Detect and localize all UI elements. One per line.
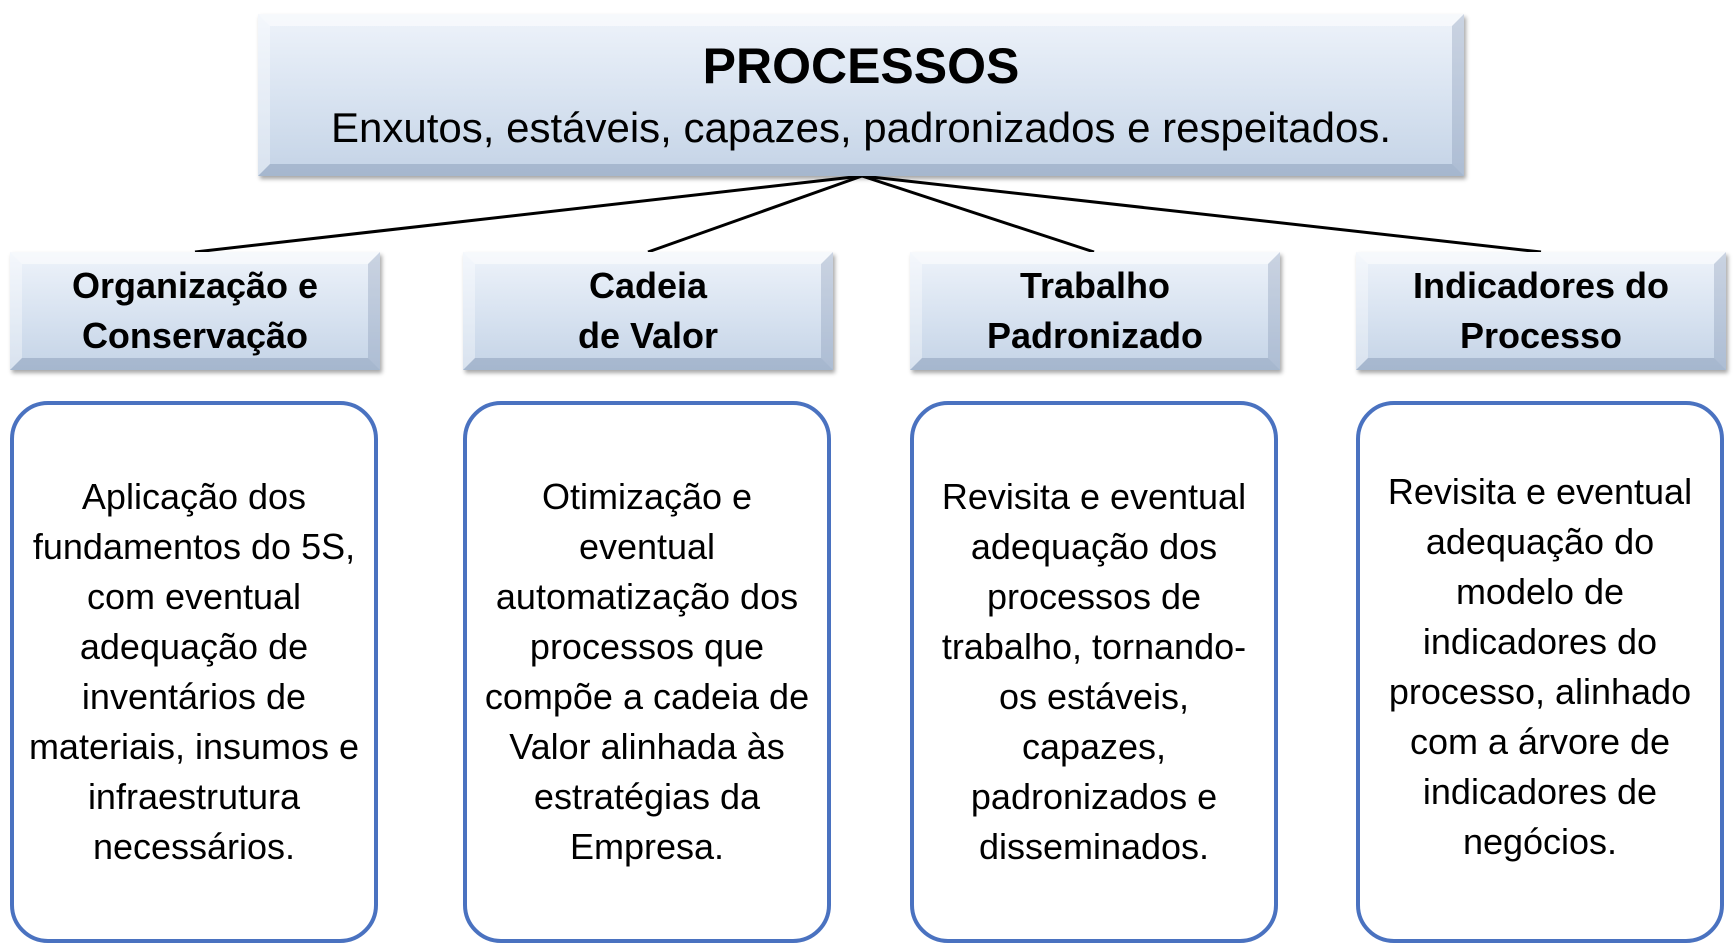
description-text: Aplicação dos fundamentos do 5S, com eve…: [28, 476, 360, 867]
category-label-line: Cadeia: [588, 265, 708, 306]
description-box-organizacao: Aplicação dos fundamentos do 5S, com eve…: [10, 401, 378, 943]
processos-title: PROCESSOS: [702, 38, 1020, 94]
description-text: Revisita e eventual adequação do modelo …: [1387, 471, 1693, 862]
category-box-organizacao: Organização e Conservação: [10, 252, 380, 370]
category-box-cadeia-de-valor: Cadeia de Valor: [463, 252, 833, 370]
processos-subtitle: Enxutos, estáveis, capazes, padronizados…: [331, 104, 1391, 151]
category-label-line: Trabalho: [1019, 265, 1171, 306]
category-label-line: Processo: [1459, 315, 1623, 356]
category-label-line: Organização e: [71, 265, 319, 306]
category-box-trabalho-padronizado: Trabalho Padronizado: [910, 252, 1280, 370]
processos-header-box: PROCESSOS Enxutos, estáveis, capazes, pa…: [258, 14, 1464, 176]
connector-line-cadeia: [647, 174, 863, 254]
connector-line-trabalho: [861, 174, 1095, 254]
connector-line-indicadores: [861, 174, 1542, 254]
category-label-line: Padronizado: [986, 315, 1204, 356]
description-box-indicadores: Revisita e eventual adequação do modelo …: [1356, 401, 1724, 943]
description-text: Revisita e eventual adequação dos proces…: [941, 476, 1247, 867]
description-box-cadeia-de-valor: Otimização e eventual automatização dos …: [463, 401, 831, 943]
description-text: Otimização e eventual automatização dos …: [484, 476, 810, 867]
category-label-line: de Valor: [577, 315, 719, 356]
category-box-indicadores: Indicadores do Processo: [1356, 252, 1726, 370]
connector-line-organizacao: [194, 174, 863, 254]
category-label-line: Indicadores do: [1412, 265, 1670, 306]
description-box-trabalho-padronizado: Revisita e eventual adequação dos proces…: [910, 401, 1278, 943]
category-label-line: Conservação: [81, 315, 309, 356]
